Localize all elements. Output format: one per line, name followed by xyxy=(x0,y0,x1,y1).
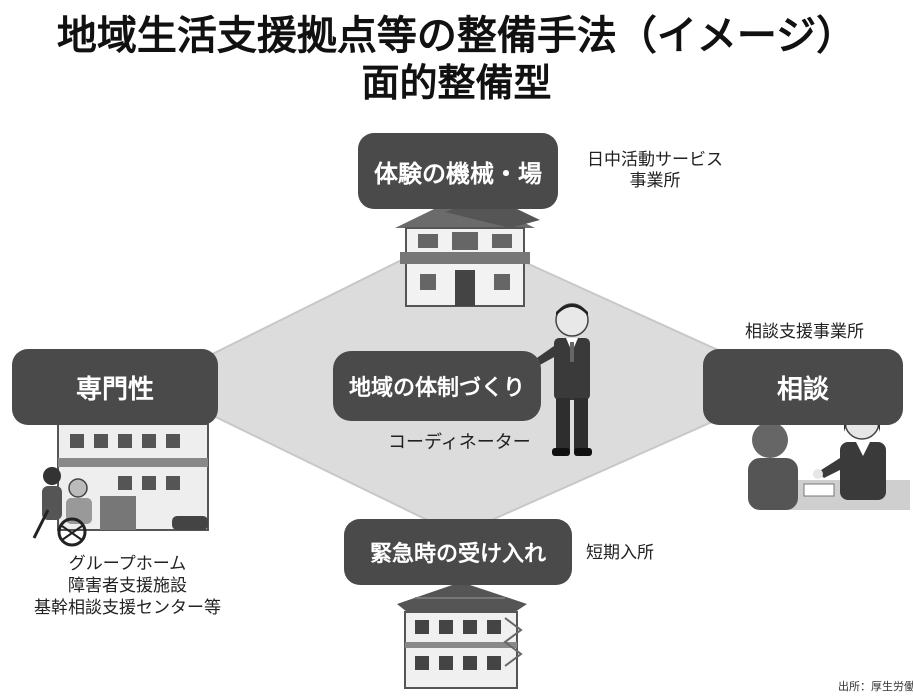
node-right-box: 相談 xyxy=(703,349,903,425)
node-top-note-line: 事業所 xyxy=(629,171,681,191)
house-illustration xyxy=(390,190,540,310)
apartment-building-illustration xyxy=(395,578,530,690)
node-left-note-line: 障害者支援施設 xyxy=(68,576,187,596)
node-bottom-note: 短期入所 xyxy=(586,543,654,563)
coordinator-person-illustration xyxy=(528,298,608,460)
node-right-note: 相談支援事業所 xyxy=(745,322,864,342)
page-subtitle: 面的整備型 xyxy=(361,61,552,105)
node-bottom-box: 緊急時の受け入れ xyxy=(344,519,572,585)
node-center-note: コーディネーター xyxy=(388,432,531,453)
node-left-box: 専門性 xyxy=(12,349,218,425)
node-top-box: 体験の機械・場 xyxy=(358,133,558,209)
node-center-box: 地域の体制づくり xyxy=(333,351,541,421)
node-left-note-line: 基幹相談支援センター等 xyxy=(34,598,221,618)
node-top-note: 日中活動サービス 事業所 xyxy=(575,150,735,192)
node-top-note-line: 日中活動サービス xyxy=(587,150,723,170)
node-left-note-line: グループホーム xyxy=(68,554,187,574)
facility-building-illustration xyxy=(30,418,215,553)
node-left-note: グループホーム 障害者支援施設 基幹相談支援センター等 xyxy=(5,553,250,619)
source-note: 出所：厚生労働 xyxy=(838,680,913,693)
page-title: 地域生活支援拠点等の整備手法（イメージ） xyxy=(56,13,857,59)
